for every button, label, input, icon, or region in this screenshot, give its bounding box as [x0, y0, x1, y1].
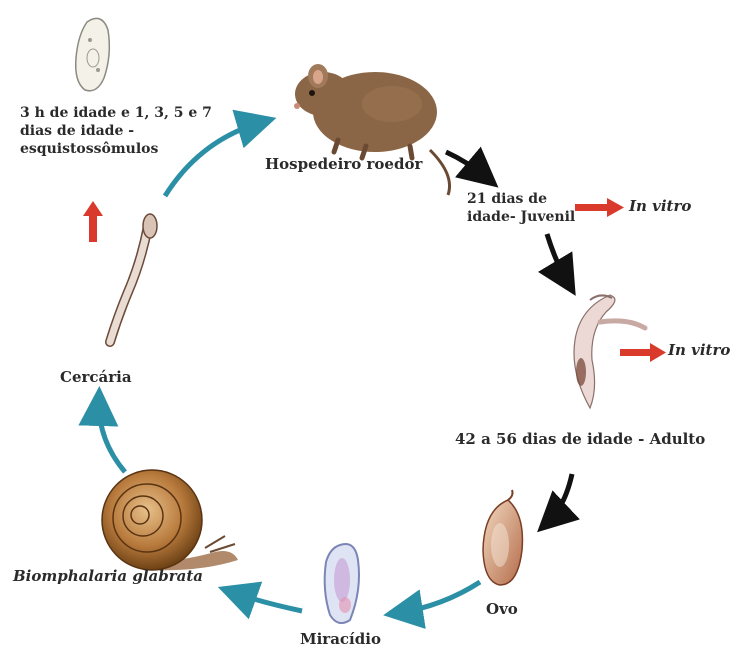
rodent-illustration	[294, 64, 450, 195]
arrow-egg-to-miracidium	[398, 582, 480, 613]
egg-label: Ovo	[486, 600, 518, 618]
red-arrow-up	[83, 201, 103, 242]
cercaria-illustration	[110, 214, 157, 342]
adult-label: 42 a 56 dias de idade - Adulto	[455, 430, 705, 448]
arrow-adult-to-egg	[548, 474, 572, 522]
juvenile-label: 21 dias de idade- Juvenil	[467, 190, 577, 226]
schistosomulum-illustration	[76, 18, 110, 90]
red-arrow-adult-in-vitro	[620, 343, 666, 362]
arrow-miracidium-to-snail	[232, 592, 302, 611]
arrow-juvenile-to-adult	[547, 234, 568, 283]
miracidium-illustration	[325, 544, 359, 623]
in-vitro-juvenile-label: In vitro	[629, 197, 691, 215]
snail-illustration	[102, 470, 238, 570]
red-arrow-juvenile-in-vitro	[575, 198, 624, 217]
arrow-snail-to-cercaria	[99, 401, 125, 472]
egg-illustration	[483, 490, 522, 585]
snail-label: Biomphalaria glabrata	[13, 567, 203, 585]
schistosomula-label: 3 h de idade e 1, 3, 5 e 7 dias de idade…	[20, 104, 235, 159]
cercaria-label: Cercária	[60, 368, 132, 386]
host-label: Hospedeiro roedor	[265, 155, 422, 173]
arrow-host-to-juvenile	[446, 152, 487, 178]
miracidium-label: Miracídio	[300, 630, 381, 648]
in-vitro-adult-label: In vitro	[668, 341, 730, 359]
